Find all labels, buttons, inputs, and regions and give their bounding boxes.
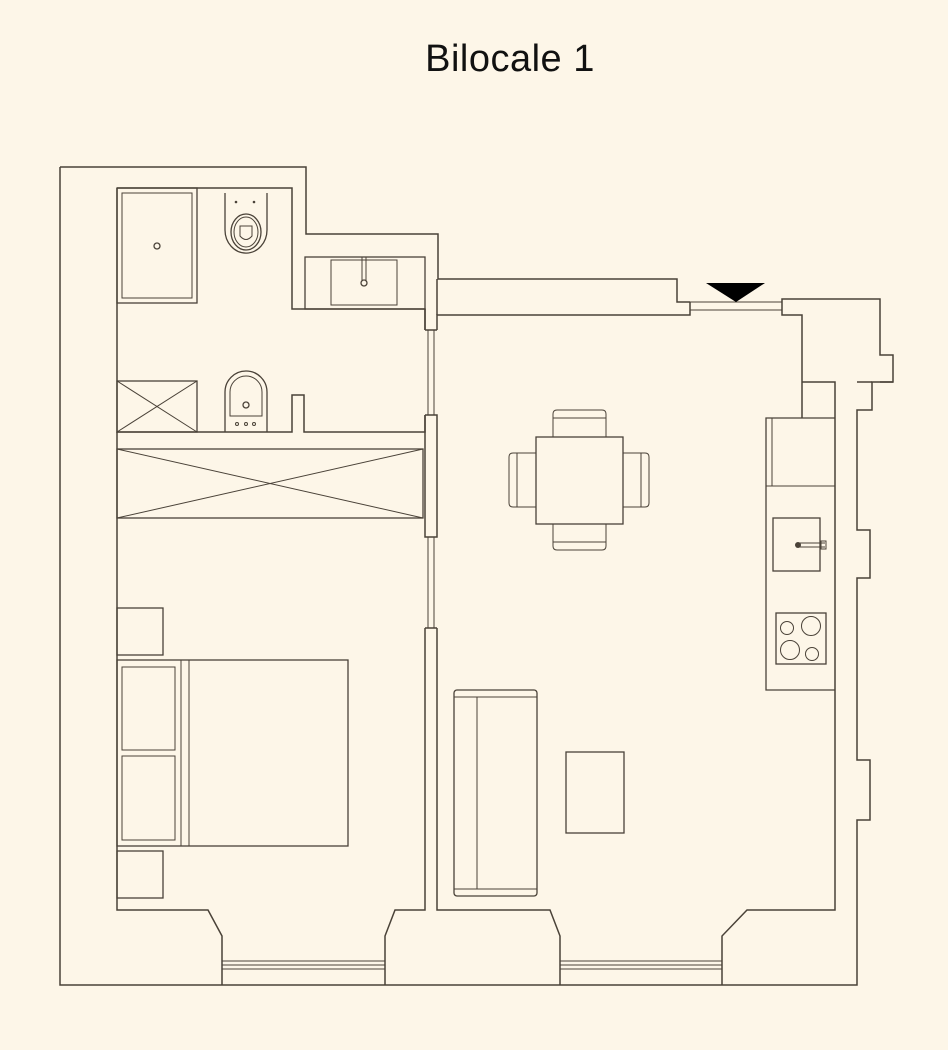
chair-bottom (552, 524, 607, 551)
wc-toilet (224, 193, 268, 254)
cooktop (775, 612, 827, 665)
washbasin (304, 256, 426, 310)
wardrobe (116, 448, 424, 519)
coffee-table (565, 751, 625, 834)
outer-walls (59, 166, 894, 986)
kitchen-sink (772, 517, 827, 572)
chair-right (623, 452, 650, 508)
kitchen-counter (765, 417, 835, 691)
sofa (453, 689, 538, 897)
nightstand-top (116, 607, 164, 656)
inner-walls (116, 187, 872, 985)
bidet (224, 370, 268, 432)
dining-table (535, 436, 624, 525)
shower-tray (116, 187, 198, 304)
window-bedroom (222, 960, 385, 970)
chair-top (552, 409, 607, 437)
fridge-column (801, 381, 836, 419)
storage-cabinet (116, 380, 198, 433)
double-bed (116, 659, 349, 847)
chair-left (508, 452, 536, 508)
nightstand-bottom (116, 850, 164, 899)
triangle-down-icon (706, 283, 765, 302)
plan-title: Bilocale 1 (425, 38, 595, 80)
entrance-door (690, 283, 782, 311)
window-living (560, 960, 722, 970)
